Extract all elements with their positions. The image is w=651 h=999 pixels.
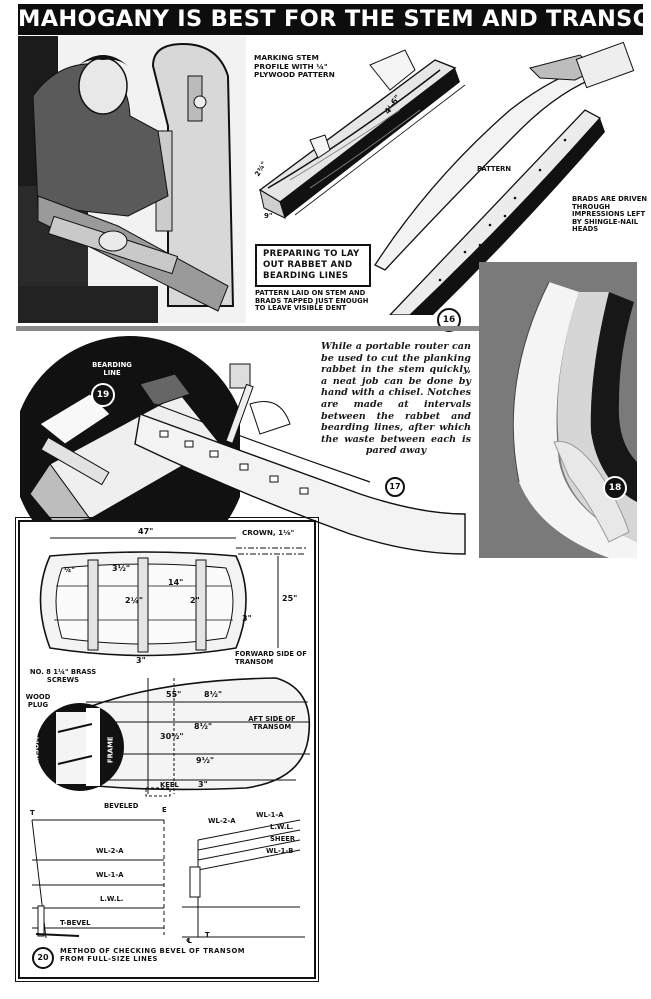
dimension-width: 9"	[264, 212, 273, 220]
aft-spacing-keel-dim: 3"	[198, 780, 208, 789]
figure-20-number: 20	[32, 947, 54, 969]
aft-spacing-mid-dim: 8½"	[194, 722, 213, 731]
figure-17-number: 17	[385, 477, 405, 497]
bevel-line-lwl: L.W.L.	[100, 895, 124, 903]
forward-width-dim: 47"	[138, 527, 154, 536]
bevel-top-mark: T	[30, 809, 35, 817]
figure-19-number: 19	[91, 383, 115, 407]
figure-18-photo: 18	[479, 262, 637, 558]
section-divider	[16, 326, 481, 331]
aft-spacing-top-dim: 8½"	[204, 690, 223, 699]
brads-caption: BRADS ARE DRIVEN THROUGH IMPRESSIONS LEF…	[572, 195, 648, 234]
forward-side-label: FORWARD SIDE OF TRANSOM	[235, 650, 307, 666]
figure-19-inset	[20, 336, 240, 524]
brace-right-dim: 2"	[190, 596, 200, 605]
bearding-line-label: BEARDING LINE	[92, 361, 132, 377]
aft-height-dim: 30½"	[160, 732, 184, 741]
figure-18-number: 18	[603, 476, 627, 500]
frame-side-dim: 3"	[242, 614, 252, 623]
bevel-line-wl1a: WL-1-A	[96, 871, 124, 879]
aft-side-label: AFT SIDE OF TRANSOM	[248, 715, 296, 731]
bandsaw-illustration	[18, 36, 246, 323]
keel-label: KEEL	[160, 781, 179, 789]
section-wl1a: WL-1-A	[256, 811, 284, 819]
rabbet-line-label: RABBET LINE	[158, 493, 190, 509]
edge-mark-e: E	[162, 806, 167, 814]
router-paragraph: While a portable router can be used to c…	[321, 341, 471, 457]
pattern-label: PATTERN	[477, 165, 512, 173]
transom-diagram-box: 47" CROWN, 1⅛" 25" ¼" 3½" 14" 2¼" 2" 3" …	[15, 517, 319, 982]
transom-vertical-label: TRANSOM	[32, 736, 41, 775]
brace-spacing-dim: 14"	[168, 578, 184, 587]
wood-plug-label: WOOD PLUG	[25, 693, 51, 709]
t-bevel-label: T-BEVEL	[60, 919, 91, 927]
screw-detail-inset	[36, 703, 124, 791]
figure-20-caption: METHOD OF CHECKING BEVEL OF TRANSOM FROM…	[60, 947, 246, 963]
section-centerline-mark: ℄	[186, 937, 193, 945]
aft-width-dim: 55"	[166, 690, 182, 699]
frame-bottom-dim: 3"	[136, 656, 146, 665]
bandsaw-artwork	[18, 36, 246, 323]
brace-offset-dim: 3½"	[112, 564, 131, 573]
stem-pattern-drawing	[374, 41, 635, 315]
stem-blank-drawing	[258, 49, 466, 219]
bevel-method-diagram	[31, 819, 165, 939]
preparing-caption-box: PREPARING TO LAY OUT RABBET AND BEARDING…	[255, 244, 371, 287]
forward-transom-drawing	[39, 537, 306, 657]
section-wl1b: WL-1-B	[266, 847, 294, 855]
beveled-label: BEVELED	[104, 802, 139, 810]
bevel-line-wl2a: WL-2-A	[96, 847, 124, 855]
aft-spacing-low-dim: 9½"	[196, 756, 215, 765]
section-lwl: L.W.L.	[270, 823, 294, 831]
section-lines-diagram	[182, 819, 305, 938]
figure-17-stem-drawing	[134, 363, 466, 555]
headline-banner: MAHOGANY IS BEST FOR THE STEM AND TRANSO…	[18, 4, 651, 35]
headline-text: MAHOGANY IS BEST FOR THE STEM AND TRANSO…	[18, 6, 651, 32]
marking-caption: MARKING STEM PROFILE WITH ¼" PLYWOOD PAT…	[254, 53, 335, 80]
finished-stem-artwork	[479, 262, 637, 558]
section-wl2a: WL-2-A	[208, 817, 236, 825]
crown-dim: CROWN, 1⅛"	[242, 528, 295, 537]
aft-transom-drawing	[80, 677, 311, 797]
brass-screws-label: NO. 8 1¼" BRASS SCREWS	[29, 668, 97, 684]
frame-vertical-label: FRAME	[106, 736, 115, 764]
pattern-laid-caption: PATTERN LAID ON STEM AND BRADS TAPPED JU…	[255, 289, 369, 313]
edge-top-dim: ¼"	[64, 566, 75, 574]
brace-center-dim: 2¼"	[125, 596, 144, 605]
section-bottom-mark: T	[205, 931, 210, 939]
forward-height-dim: 25"	[282, 594, 298, 603]
section-sheer: SHEER	[270, 835, 296, 843]
